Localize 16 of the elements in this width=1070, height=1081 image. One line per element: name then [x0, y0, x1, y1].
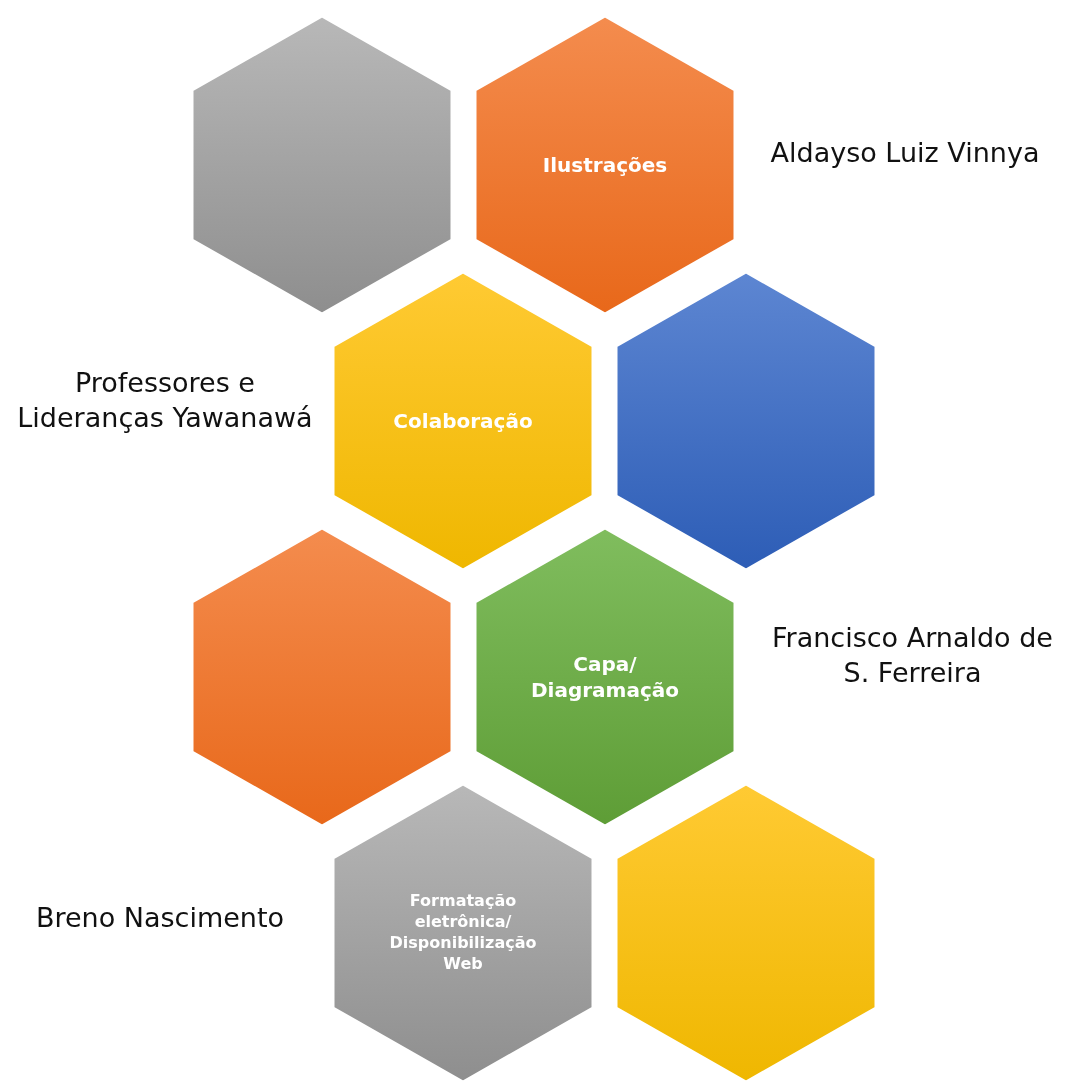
name-label: Breno Nascimento	[34, 901, 286, 935]
tile-label: Colaboração	[393, 408, 533, 434]
hexagon-tile	[190, 14, 454, 316]
hexagon-tile	[473, 14, 737, 316]
hexagon-tile	[614, 782, 878, 1081]
tile-label: Capa/ Diagramação	[529, 651, 681, 703]
hexagon-tile	[614, 270, 878, 572]
name-label: Professores e Lideranças Yawanawá	[16, 366, 314, 436]
hexagon-tile	[190, 526, 454, 828]
name-label: Aldayso Luiz Vinnya	[769, 136, 1041, 170]
hexagon-tile	[331, 270, 595, 572]
hexagon-tile	[473, 526, 737, 828]
tile-label: Formatação eletrônica/ Disponibilização Web	[388, 891, 538, 975]
name-label: Francisco Arnaldo de S. Ferreira	[771, 621, 1054, 691]
hexagon-tile	[331, 782, 595, 1081]
tile-label: Ilustrações	[542, 152, 668, 178]
